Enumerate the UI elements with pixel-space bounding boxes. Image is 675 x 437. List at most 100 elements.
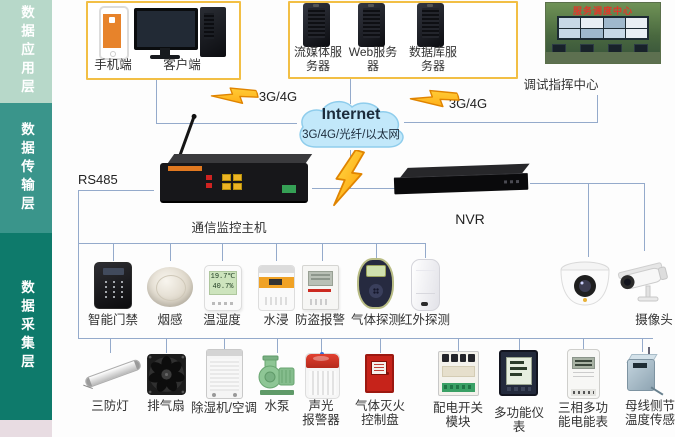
- cloud-subtitle: 3G/4G/光纤/以太网: [302, 129, 400, 141]
- left-link-label: 3G/4G: [258, 89, 298, 104]
- camera-link-line: [530, 183, 645, 184]
- lightning-bolt-icon: [408, 78, 462, 126]
- connector-line: [644, 183, 645, 251]
- layer-band-transport: 数据传输层: [0, 103, 52, 233]
- sensor-label: 红外探测: [399, 313, 450, 327]
- connector-line: [597, 95, 598, 123]
- burglar-alarm-icon: [302, 265, 339, 310]
- connector-line: [312, 188, 398, 189]
- streaming-server-icon: [303, 3, 330, 47]
- gateway-label: 通信监控主机: [191, 221, 267, 235]
- nvr-icon: [391, 162, 532, 201]
- connector-line: [583, 338, 584, 350]
- tube-light-icon: [83, 354, 143, 394]
- connector-line: [78, 190, 79, 338]
- rs485-label: RS485: [78, 172, 118, 187]
- sensor-label: 烟感: [157, 313, 183, 327]
- dehumidifier-icon: [206, 349, 243, 399]
- connector-line: [376, 243, 377, 258]
- actuator-label: 多功能仪表: [493, 406, 544, 434]
- smartphone-icon: [99, 6, 129, 60]
- connector-line: [350, 75, 351, 104]
- actuator-label: 声光 报警器: [302, 399, 340, 427]
- cloud-title: Internet: [321, 106, 381, 123]
- web-server-icon: [358, 3, 385, 47]
- connector-line: [380, 338, 381, 353]
- control-center-label: 调试指挥中心: [523, 78, 599, 92]
- actuator-label: 排气扇: [147, 399, 185, 413]
- humidity-display: 40.7%: [212, 283, 234, 291]
- lightning-bolt-icon: [210, 76, 260, 122]
- connector-line: [277, 338, 278, 353]
- connector-line: [588, 183, 589, 257]
- layer-band-collection: 数据采集层: [0, 233, 52, 420]
- connector-line: [113, 243, 114, 261]
- layer-label: 数据传输层: [19, 121, 34, 215]
- connector-line: [425, 243, 426, 258]
- connector-line: [78, 190, 154, 191]
- connector-line: [276, 243, 277, 261]
- desktop-pc-icon: [134, 7, 234, 59]
- access-keypad-icon: [94, 262, 132, 309]
- exhaust-fan-icon: [146, 353, 187, 396]
- server-label: Web服务 器: [348, 45, 398, 73]
- three-phase-energy-meter-icon: [567, 349, 600, 399]
- actuator-label: 配电开关 模块: [432, 401, 483, 429]
- actuator-label: 水泵: [264, 399, 290, 413]
- connector-line: [170, 243, 171, 261]
- layer-band-application: 数据应用层: [0, 0, 52, 103]
- busbar-temp-sensor-icon: [626, 347, 664, 396]
- water-pump-icon: [257, 351, 297, 397]
- temp-humidity-icon: 19.7℃ 40.7%: [204, 265, 242, 311]
- sensor-label: 水浸: [263, 313, 289, 327]
- connector-line: [321, 338, 322, 353]
- actuator-label: 三相多功 能电能表: [557, 401, 608, 429]
- layer-label: 数据采集层: [19, 280, 34, 373]
- actuator-label: 母线侧节 温度传感: [624, 399, 675, 427]
- connector-line: [458, 338, 459, 352]
- database-server-icon: [417, 3, 444, 47]
- sensor-bus-line: [78, 243, 426, 244]
- connector-line: [156, 76, 157, 123]
- fire-suppression-panel-icon: [365, 354, 394, 393]
- layer-label: 数据应用层: [19, 5, 34, 98]
- connector-line: [156, 123, 297, 124]
- temp-display: 19.7℃: [210, 273, 236, 281]
- sound-light-alarm-icon: [305, 352, 340, 399]
- connector-line: [404, 122, 598, 123]
- multifunction-meter-icon: [499, 350, 538, 396]
- control-room-photo: 服务调度中心: [545, 2, 661, 64]
- sidebar-footer-strip: [0, 420, 52, 437]
- actuator-label: 三防灯: [91, 399, 129, 413]
- smoke-detector-icon: [147, 267, 193, 307]
- camera-label: 摄像头: [635, 313, 673, 327]
- gas-detector-icon: [357, 258, 394, 309]
- sensor-label: 气体探测: [350, 313, 401, 327]
- actuator-label: 气体灭火 控制盘: [354, 399, 405, 427]
- internet-cloud-icon: Internet 3G/4G/光纤/以太网: [292, 100, 410, 152]
- dome-camera-icon: [559, 260, 612, 308]
- connector-line: [642, 338, 643, 352]
- connector-line: [110, 338, 111, 353]
- power-switch-module-icon: [438, 351, 479, 396]
- comm-gateway-icon: [148, 108, 318, 218]
- server-label: 流媒体服 务器: [293, 45, 342, 73]
- sensor-label: 智能门禁: [87, 313, 138, 327]
- sensor-label: 温湿度: [203, 313, 241, 327]
- server-label: 数据库服 务器: [408, 45, 457, 73]
- nvr-label: NVR: [455, 211, 485, 227]
- actuator-label: 除湿机/空调: [191, 401, 257, 415]
- client-label: 客户端: [163, 58, 201, 72]
- connector-line: [166, 338, 167, 353]
- actuator-bus-line: [78, 338, 653, 339]
- lightning-bolt-icon: [332, 150, 372, 210]
- control-room-banner: 服务调度中心: [572, 6, 633, 16]
- water-leak-icon: [258, 265, 295, 311]
- pir-detector-icon: [411, 259, 440, 311]
- video-wall: [557, 16, 649, 40]
- mobile-label: 手机端: [94, 58, 132, 72]
- connector-line: [222, 243, 223, 261]
- connector-line: [224, 338, 225, 353]
- connector-line: [322, 243, 323, 261]
